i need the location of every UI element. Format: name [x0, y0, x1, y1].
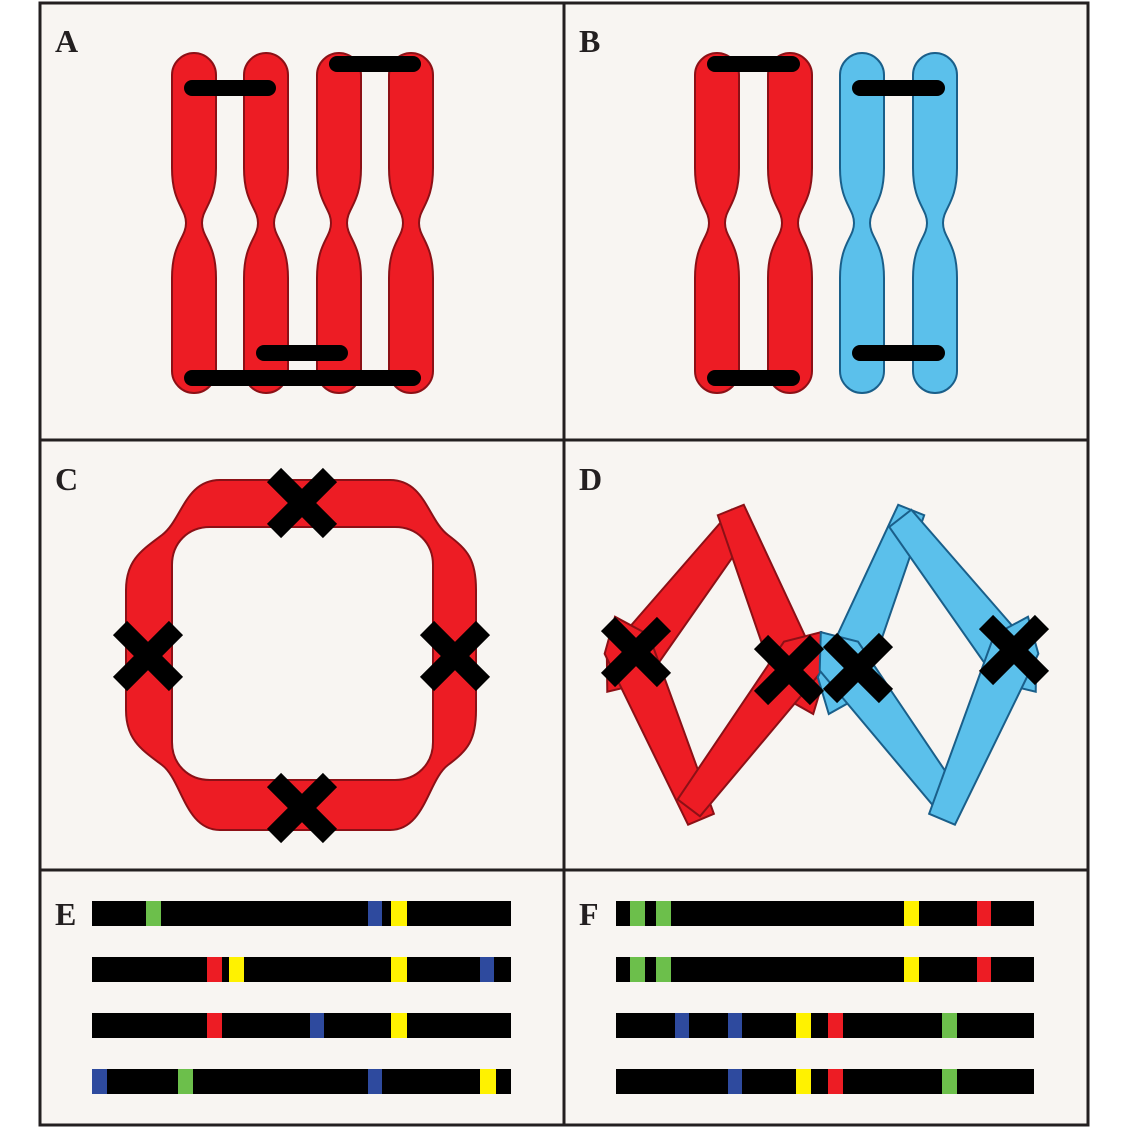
panel-b: B: [562, 1, 1090, 442]
marker-chromosome-e1: [92, 901, 511, 926]
marker-chromosome-e4: [92, 1069, 511, 1094]
panel-a-background: [38, 1, 566, 442]
marker-band: [656, 957, 671, 982]
marker-band: [207, 957, 222, 982]
marker-band: [977, 957, 991, 982]
marker-chromosome-f1: [616, 901, 1034, 926]
marker-band: [391, 957, 407, 982]
chromosome-bar: [616, 1069, 1034, 1094]
marker-band: [178, 1069, 193, 1094]
marker-chromosome-e3: [92, 1013, 511, 1038]
marker-chromosome-f4: [616, 1069, 1034, 1094]
panel-a-label: A: [55, 23, 78, 59]
marker-band: [480, 1069, 496, 1094]
panel-c: C: [38, 438, 566, 872]
panel-a: A: [38, 1, 566, 442]
marker-band: [942, 1013, 957, 1038]
marker-band: [630, 957, 645, 982]
marker-band: [977, 901, 991, 926]
marker-chromosome-f3: [616, 1013, 1034, 1038]
panel-b-background: [562, 1, 1090, 442]
marker-band: [310, 1013, 324, 1038]
panel-e-label: E: [55, 896, 76, 932]
marker-band: [796, 1069, 811, 1094]
panel-e: E: [38, 868, 566, 1127]
marker-band: [828, 1013, 843, 1038]
marker-band: [942, 1069, 957, 1094]
panel-d: D: [562, 438, 1090, 872]
chromosome-bar: [92, 1069, 511, 1094]
chromosome-bar: [616, 901, 1034, 926]
marker-band: [828, 1069, 843, 1094]
marker-band: [391, 1013, 407, 1038]
marker-band: [904, 901, 919, 926]
panel-f: F: [562, 868, 1090, 1127]
marker-band: [146, 901, 161, 926]
marker-band: [728, 1013, 742, 1038]
marker-band: [229, 957, 244, 982]
panel-b-label: B: [579, 23, 600, 59]
marker-band: [728, 1069, 742, 1094]
marker-band: [207, 1013, 222, 1038]
marker-band: [904, 957, 919, 982]
marker-band: [675, 1013, 689, 1038]
chromosome-bar: [92, 957, 511, 982]
marker-chromosome-e2: [92, 957, 511, 982]
marker-band: [656, 901, 671, 926]
chromosome-bar: [616, 957, 1034, 982]
marker-band: [796, 1013, 811, 1038]
marker-band: [92, 1069, 107, 1094]
marker-chromosome-f2: [616, 957, 1034, 982]
panel-d-label: D: [579, 461, 602, 497]
panel-f-label: F: [579, 896, 599, 932]
marker-band: [368, 1069, 382, 1094]
chromosome-bar: [92, 1013, 511, 1038]
marker-band: [630, 901, 645, 926]
marker-band: [480, 957, 494, 982]
panel-c-label: C: [55, 461, 78, 497]
marker-band: [391, 901, 407, 926]
marker-band: [368, 901, 382, 926]
ring-chromosome: [125, 479, 477, 831]
chromosome-bar: [92, 901, 511, 926]
